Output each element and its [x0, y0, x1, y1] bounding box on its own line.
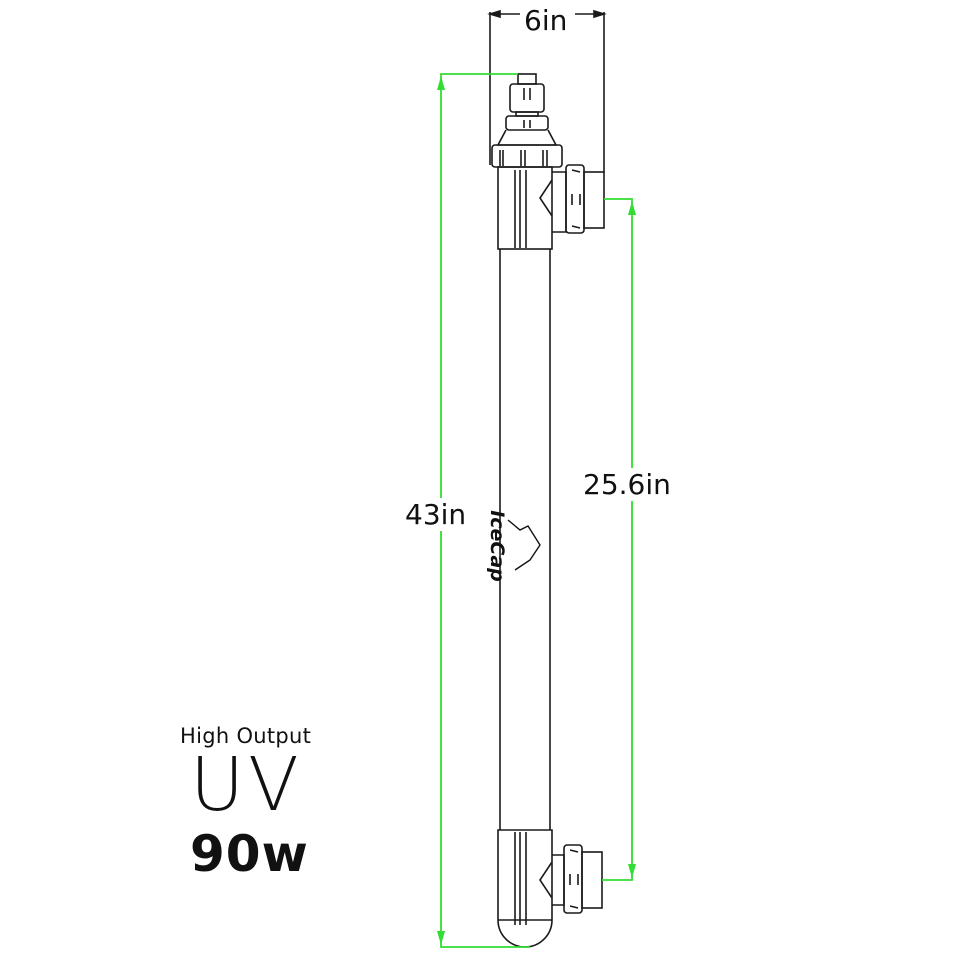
width-dimension-label: 6in [522, 4, 570, 37]
port-spacing-label: 25.6in [583, 468, 671, 501]
product-type: UV [190, 742, 303, 828]
sterilizer-outline [487, 9, 607, 948]
logo-mountain-icon [507, 519, 541, 571]
brand-logo: IceCap [486, 510, 508, 582]
dimension-lines [437, 73, 636, 948]
product-wattage: 90w [190, 825, 309, 883]
overall-height-label: 43in [405, 498, 467, 531]
product-subtitle: High Output [180, 724, 312, 748]
